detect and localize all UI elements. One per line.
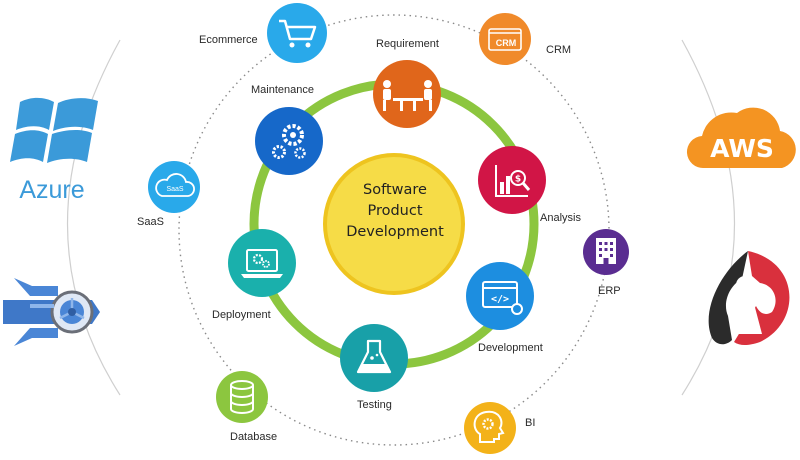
center-title: Software Product Development (325, 180, 465, 243)
label-testing: Testing (357, 399, 392, 411)
label-crm: CRM (546, 44, 572, 56)
right-arc (681, 39, 736, 396)
lab-flask-icon (356, 339, 392, 374)
node-database[interactable] (216, 371, 268, 423)
svg-text:$: $ (515, 175, 521, 185)
crm-icon-text: CRM (496, 38, 517, 48)
rackspace-icon (708, 251, 790, 345)
analysis-chart-icon: $ (495, 165, 531, 197)
meeting-icon (383, 80, 432, 111)
node-testing[interactable] (340, 324, 408, 392)
aws-label: AWS (710, 134, 774, 163)
node-ecommerce[interactable] (267, 3, 327, 63)
center-circle (323, 153, 465, 295)
label-analysis: Analysis (540, 212, 581, 224)
node-analysis[interactable]: $ (478, 146, 546, 214)
svg-text:</>: </> (491, 294, 509, 305)
node-bi[interactable] (464, 402, 516, 454)
head-gear-icon (473, 410, 505, 443)
node-saas[interactable]: SaaS (148, 161, 200, 213)
building-icon (596, 238, 616, 264)
azure-label: Azure (19, 176, 84, 204)
cloud-icon: SaaS (155, 173, 195, 197)
label-saas: SaaS (137, 216, 164, 228)
center-title-line1: Software (363, 182, 427, 198)
label-deployment: Deployment (212, 309, 271, 321)
label-ecommerce: Ecommerce (199, 34, 258, 46)
saas-icon-text: SaaS (166, 186, 183, 193)
label-bi: BI (525, 417, 536, 429)
azure-logo: Azure (10, 97, 98, 204)
laptop-gear-icon (241, 249, 283, 278)
label-database: Database (230, 431, 278, 443)
center-title-line2: Product (367, 203, 423, 219)
label-requirement: Requirement (376, 38, 439, 50)
node-erp[interactable] (583, 229, 629, 275)
app-engine-icon (3, 278, 100, 346)
aws-logo: AWS (686, 107, 796, 169)
label-maintenance: Maintenance (251, 84, 314, 96)
node-crm[interactable]: CRM (479, 13, 531, 65)
code-window-icon: </> (482, 281, 523, 315)
label-development: Development (478, 342, 543, 354)
center-title-line3: Development (346, 224, 444, 240)
node-requirement[interactable] (373, 60, 441, 128)
left-arc (66, 39, 121, 396)
node-maintenance[interactable] (255, 107, 323, 175)
node-deployment[interactable] (228, 229, 296, 297)
label-erp: ERP (598, 285, 621, 297)
gears-icon (272, 124, 306, 159)
crm-window-icon: CRM (488, 28, 522, 51)
shopping-cart-icon (279, 19, 317, 48)
node-development[interactable]: </> (466, 262, 534, 330)
database-icon (230, 380, 254, 414)
